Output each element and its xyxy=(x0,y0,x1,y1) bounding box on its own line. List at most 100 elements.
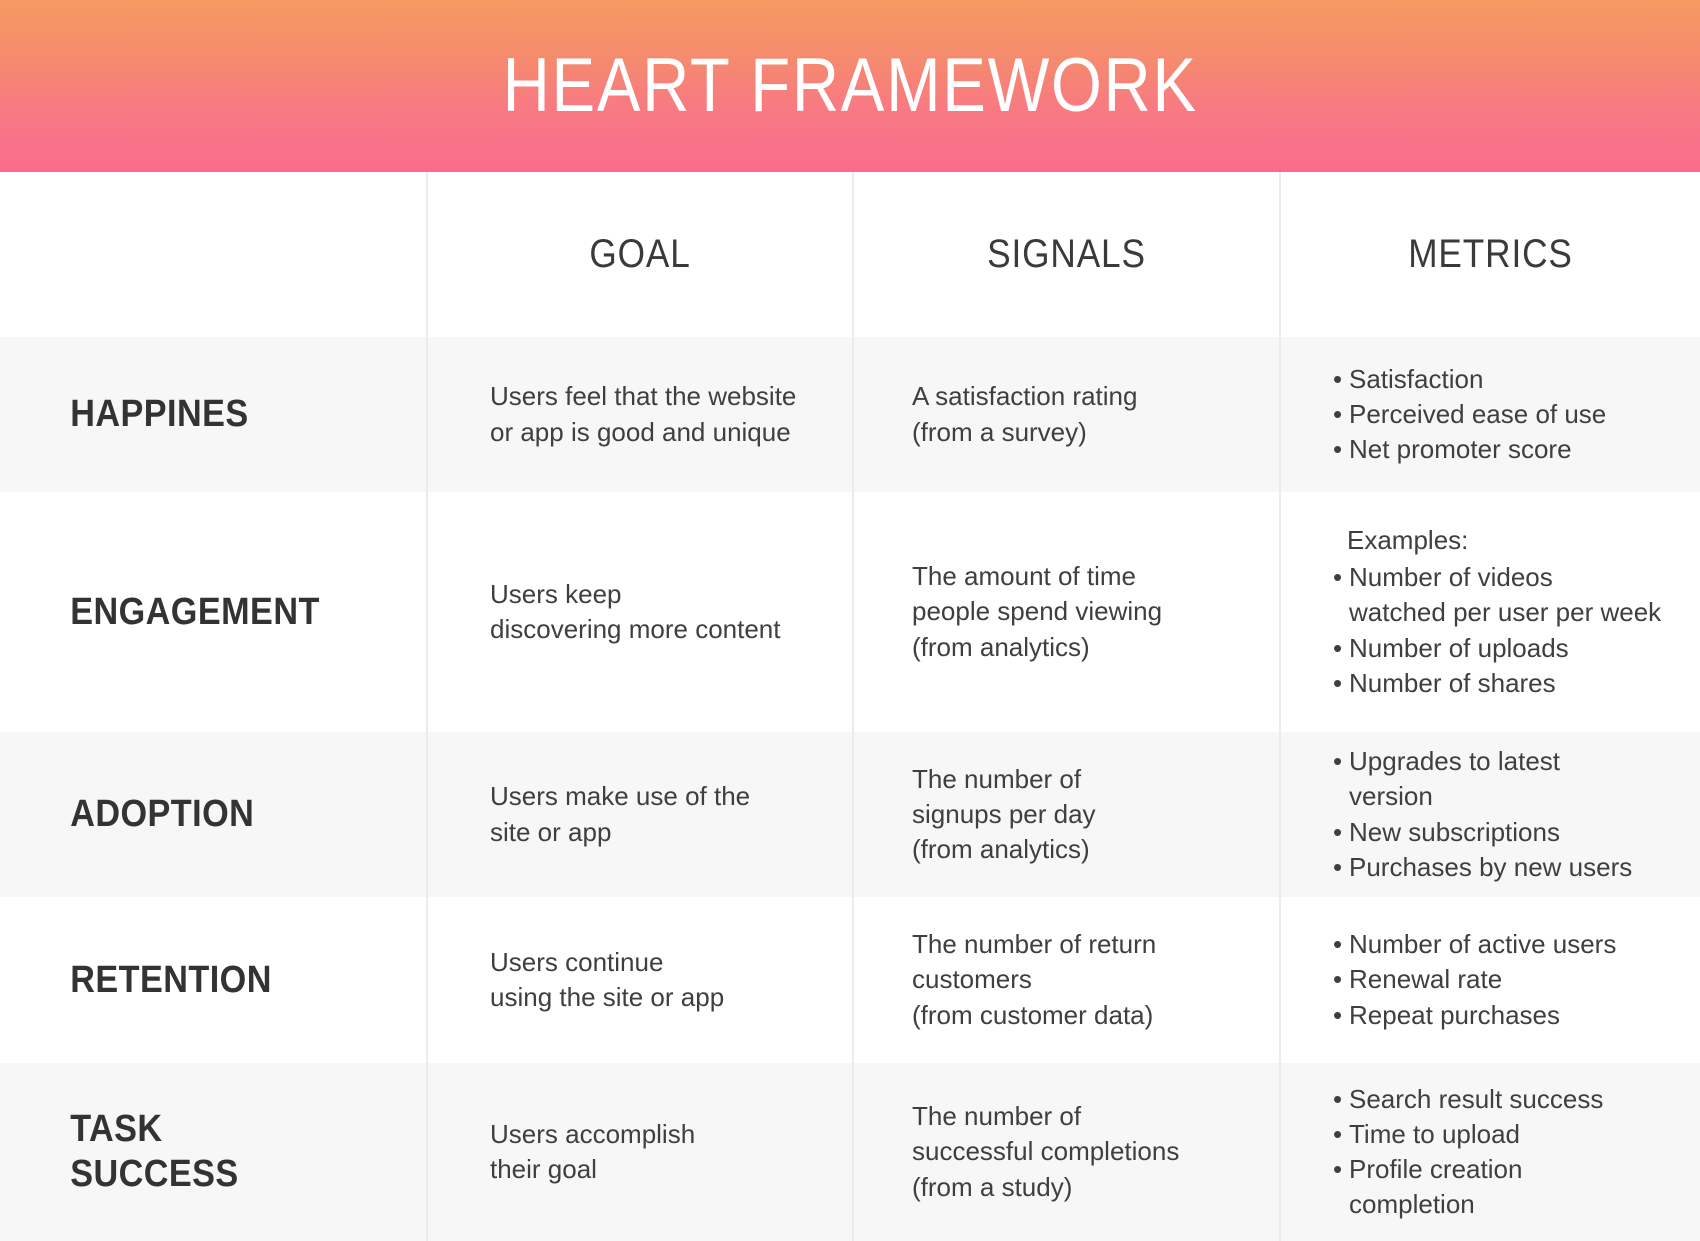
list-item: Time to upload xyxy=(1333,1117,1686,1152)
row-signals-cell: The number of return customers (from cus… xyxy=(852,897,1279,1063)
dimension-label: TASK SUCCESS xyxy=(0,1107,383,1197)
goal-text: Users continue using the site or app xyxy=(428,945,852,1015)
metrics-list: Satisfaction Perceived ease of use Net p… xyxy=(1333,362,1686,467)
list-item: New subscriptions xyxy=(1333,815,1686,850)
row-metrics-cell: Examples: Number of videos watched per u… xyxy=(1279,492,1700,732)
metrics-list: Number of active users Renewal rate Repe… xyxy=(1333,927,1686,1032)
goal-line: Users keep xyxy=(490,578,622,609)
row-dimension-cell: HAPPINES xyxy=(0,337,426,492)
list-item: Number of videos watched per user per we… xyxy=(1333,560,1686,630)
signals-line: (from analytics) xyxy=(912,631,1090,662)
dimension-label: RETENTION xyxy=(70,958,272,1001)
table-row: RETENTION Users continue using the site … xyxy=(0,897,1700,1063)
goal-line: discovering more content xyxy=(490,614,781,644)
row-metrics-cell: Satisfaction Perceived ease of use Net p… xyxy=(1279,337,1700,492)
list-item: Number of active users xyxy=(1333,927,1686,962)
signals-line: The number of xyxy=(912,763,1082,794)
metrics-list: Number of videos watched per user per we… xyxy=(1333,560,1686,700)
signals-line: The number of return xyxy=(912,929,1157,960)
signals-line: (from a survey) xyxy=(912,416,1087,447)
row-dimension-cell: ENGAGEMENT xyxy=(0,492,426,732)
metrics-text: Upgrades to latest version New subscript… xyxy=(1281,744,1700,884)
header-cell-signals: SIGNALS xyxy=(852,172,1279,337)
metrics-text: Satisfaction Perceived ease of use Net p… xyxy=(1281,362,1700,467)
metric-text: New subscriptions xyxy=(1349,816,1560,847)
metric-text: Purchases by new users xyxy=(1349,851,1633,882)
row-goal-cell: Users keep discovering more content xyxy=(426,492,852,732)
list-item: Number of shares xyxy=(1333,666,1686,701)
signals-line: (from customer data) xyxy=(912,999,1154,1030)
page-title: HEART FRAMEWORK xyxy=(502,43,1198,128)
signals-line: The number of xyxy=(912,1101,1082,1132)
dimension-label: ENGAGEMENT xyxy=(70,590,320,633)
metric-text: Satisfaction xyxy=(1349,363,1484,394)
metric-text: Profile creation xyxy=(1349,1154,1523,1184)
list-item: Satisfaction xyxy=(1333,362,1686,397)
metric-text: Number of videos xyxy=(1349,562,1553,593)
metrics-text: Number of active users Renewal rate Repe… xyxy=(1281,927,1700,1032)
metrics-text: Examples: Number of videos watched per u… xyxy=(1281,523,1700,701)
signals-line: signups per day xyxy=(912,798,1096,829)
row-metrics-cell: Search result success Time to upload Pro… xyxy=(1279,1063,1700,1241)
row-dimension-cell: ADOPTION xyxy=(0,732,426,897)
metric-text: Search result success xyxy=(1349,1083,1604,1114)
row-goal-cell: Users accomplish their goal xyxy=(426,1063,852,1241)
list-item: Repeat purchases xyxy=(1333,998,1686,1033)
row-goal-cell: Users continue using the site or app xyxy=(426,897,852,1063)
goal-line: Users continue xyxy=(490,946,664,977)
signals-text: The amount of time people spend viewing … xyxy=(854,559,1279,664)
table-row: TASK SUCCESS Users accomplish their goal… xyxy=(0,1063,1700,1241)
table-header-row: GOAL SIGNALS METRICS xyxy=(0,172,1700,337)
signals-text: The number of signups per day (from anal… xyxy=(854,762,1279,867)
signals-text: The number of successful completions (fr… xyxy=(854,1099,1279,1204)
column-header-metrics: METRICS xyxy=(1408,232,1573,276)
header-cell-goal: GOAL xyxy=(426,172,852,337)
metric-text: Number of shares xyxy=(1349,667,1556,698)
row-goal-cell: Users feel that the website or app is go… xyxy=(426,337,852,492)
goal-text: Users keep discovering more content xyxy=(428,577,852,647)
list-item: Profile creation completion xyxy=(1333,1152,1686,1222)
metric-subline: completion xyxy=(1349,1189,1475,1220)
signals-line: people spend viewing xyxy=(912,596,1163,627)
goal-text: Users make use of the site or app xyxy=(428,779,852,849)
goal-line: their goal xyxy=(490,1154,597,1184)
metric-text: Time to upload xyxy=(1349,1118,1521,1149)
metric-text: Repeat purchases xyxy=(1349,999,1561,1030)
metric-text: Net promoter score xyxy=(1349,434,1572,465)
dimension-label: HAPPINES xyxy=(70,393,249,436)
column-header-signals: SIGNALS xyxy=(987,232,1146,276)
list-item: Number of uploads xyxy=(1333,631,1686,666)
row-metrics-cell: Number of active users Renewal rate Repe… xyxy=(1279,897,1700,1063)
metric-text: Upgrades to latest xyxy=(1349,746,1561,777)
goal-text: Users feel that the website or app is go… xyxy=(428,379,852,449)
goal-line: using the site or app xyxy=(490,982,725,1012)
signals-text: A satisfaction rating (from a survey) xyxy=(854,379,1279,449)
list-item: Perceived ease of use xyxy=(1333,397,1686,432)
goal-line: or app is good and unique xyxy=(490,416,791,447)
page-banner: HEART FRAMEWORK xyxy=(0,0,1700,172)
metric-subline: watched per user per week xyxy=(1349,597,1662,628)
metric-text: Number of active users xyxy=(1349,929,1617,960)
list-item: Search result success xyxy=(1333,1082,1686,1117)
metric-text: Perceived ease of use xyxy=(1349,398,1607,429)
heart-matrix-table: GOAL SIGNALS METRICS HAPPINES Users feel… xyxy=(0,172,1700,1241)
goal-line: site or app xyxy=(490,816,612,847)
heart-framework-page: HEART FRAMEWORK GOAL SIGNALS METRICS HAP… xyxy=(0,0,1700,1200)
row-signals-cell: A satisfaction rating (from a survey) xyxy=(852,337,1279,492)
metric-text: Number of uploads xyxy=(1349,632,1569,663)
metrics-text: Search result success Time to upload Pro… xyxy=(1281,1082,1700,1222)
goal-line: Users make use of the xyxy=(490,781,751,812)
metric-subline: version xyxy=(1349,781,1433,812)
table-row: ADOPTION Users make use of the site or a… xyxy=(0,732,1700,897)
signals-line: customers xyxy=(912,964,1032,995)
signals-line: (from a study) xyxy=(912,1171,1073,1202)
metric-text: Renewal rate xyxy=(1349,964,1503,995)
metrics-list: Upgrades to latest version New subscript… xyxy=(1333,744,1686,884)
row-signals-cell: The number of successful completions (fr… xyxy=(852,1063,1279,1241)
goal-text: Users accomplish their goal xyxy=(428,1117,852,1187)
dimension-label: ADOPTION xyxy=(70,793,255,836)
row-metrics-cell: Upgrades to latest version New subscript… xyxy=(1279,732,1700,897)
signals-line: The amount of time xyxy=(912,561,1136,592)
goal-line: Users accomplish xyxy=(490,1118,696,1149)
signals-text: The number of return customers (from cus… xyxy=(854,927,1279,1032)
